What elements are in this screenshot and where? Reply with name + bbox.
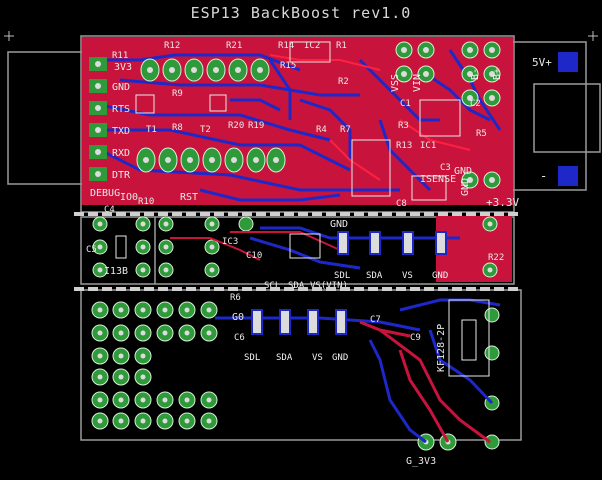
bus-label-gnd-a: GND: [432, 271, 448, 281]
refdes-r9: R9: [172, 89, 183, 99]
refdes-r3: R3: [398, 121, 409, 131]
refdes-r8: R8: [172, 123, 183, 133]
bus-label-vs-c: VS: [312, 353, 323, 363]
component-outlines: [135, 41, 461, 201]
refdes-c9: C9: [410, 333, 421, 343]
refdes-r14: R14: [278, 41, 294, 51]
bus-label-sda-b: SDA: [288, 281, 305, 291]
bus-label-sdl-c: SDL: [244, 353, 260, 363]
refdes-t1: T1: [146, 125, 157, 135]
label-g3v3: G_3V3: [406, 456, 436, 467]
pin-gnd: GND: [112, 82, 130, 93]
label-isense: ISENSE: [420, 174, 456, 185]
label-gnd-right: GND: [454, 166, 472, 177]
refdes-r20: R20: [228, 121, 244, 131]
bottom-pad-grid: [91, 298, 501, 451]
refdes-c1: C1: [400, 99, 411, 109]
bottom-traces: [99, 49, 502, 202]
refdes-r2: R2: [338, 77, 349, 87]
debug-header: [89, 57, 107, 181]
refdes-r6: R6: [230, 293, 241, 303]
refdes-ic3: IC3: [222, 237, 238, 247]
pin-rts: RTS: [112, 104, 130, 115]
refdes-r10: R10: [138, 197, 154, 207]
refdes-ic2: IC2: [304, 41, 320, 51]
bus-label-scl: SCL: [264, 281, 280, 291]
label-io0: IO0: [120, 192, 138, 203]
label-gnd-vert: GND: [460, 178, 471, 196]
refdes-r12: R12: [164, 41, 180, 51]
refdes-c7: C7: [370, 315, 381, 325]
refdes-c8: C8: [396, 199, 407, 209]
refdes-r13: R13: [396, 141, 412, 151]
refdes-c3: C3: [440, 163, 451, 173]
bus-label-vsvin: VS(VIN): [310, 281, 348, 291]
refdes-r19: R19: [248, 121, 264, 131]
label-b-minus: B-: [470, 68, 481, 80]
origin-crosshairs: [4, 31, 598, 41]
refdes-r4: R4: [316, 125, 327, 135]
refdes-r1: R1: [336, 41, 347, 51]
label-kf: KF128-2P: [436, 324, 447, 372]
label-rst: RST: [180, 192, 198, 203]
label-vss: VSS: [390, 74, 401, 92]
bus-label-gnd-c: GND: [332, 353, 348, 363]
bus-label-vs-a: VS: [402, 271, 413, 281]
label-plus5v: 5V+: [532, 56, 552, 69]
label-b-plus: B+: [492, 68, 503, 80]
mid-copper-pour: [436, 216, 512, 282]
bus-label-sda-c: SDA: [276, 353, 293, 363]
label-plus3v3: +3.3V: [486, 196, 519, 209]
refdes-r22: R22: [488, 253, 504, 263]
label-vin: VIN: [412, 74, 423, 92]
refdes-r5: R5: [476, 129, 487, 139]
refdes-c10: C10: [246, 251, 262, 261]
refdes-c2: C2: [470, 99, 481, 109]
pin-debug: DEBUG: [90, 188, 120, 199]
refdes-c6: C6: [234, 333, 245, 343]
refdes-r15: R15: [280, 61, 296, 71]
pin-3v3: 3V3: [114, 62, 132, 73]
pin-rxd: RXD: [112, 148, 130, 159]
refdes-c4: C4: [104, 205, 115, 215]
label-g0: G0: [232, 312, 244, 323]
bus-label-sda-a: SDA: [366, 271, 383, 281]
refdes-r21: R21: [226, 41, 242, 51]
mid-section: [92, 216, 498, 278]
refdes-c5: C5: [86, 245, 97, 255]
silk-labels: +3.3V 5V+ - ISENSE GND GND I13B G_3V3 G0…: [86, 41, 552, 467]
label-minus: -: [540, 169, 547, 183]
label-i13b: I13B: [104, 266, 128, 277]
label-top-gnd: GND: [330, 219, 348, 230]
refdes-r7: R7: [340, 125, 351, 135]
refdes-t2: T2: [200, 125, 211, 135]
refdes-ic1: IC1: [420, 141, 436, 151]
board-title: ESP13 BackBoost rev1.0: [190, 4, 412, 22]
mid-pad-row: [136, 147, 286, 173]
refdes-r11: R11: [112, 51, 128, 61]
pin-dtr: DTR: [112, 170, 131, 181]
power-pads: [395, 41, 578, 189]
pin-txd: TXD: [112, 126, 130, 137]
bus-label-sdl-a: SDL: [334, 271, 350, 281]
panel-separators: [74, 212, 520, 291]
top-pad-row: [140, 58, 270, 82]
top-traces: [269, 54, 471, 181]
